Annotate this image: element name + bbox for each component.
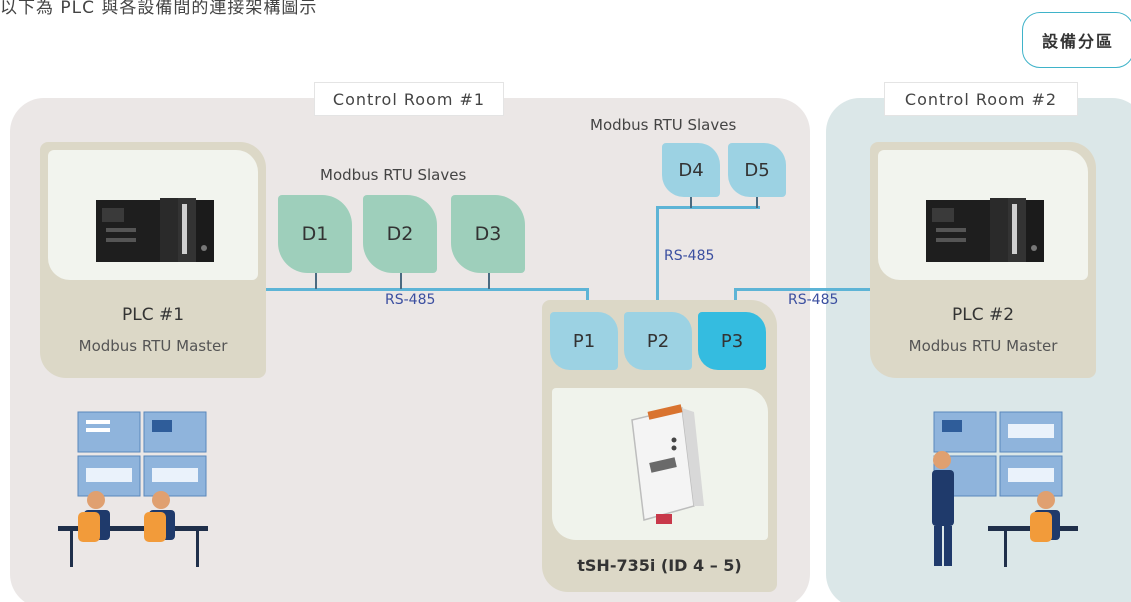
- converter-device-name: tSH-735i (ID 4 – 5): [577, 556, 742, 575]
- slave-device-d3[interactable]: D3: [451, 195, 525, 273]
- plc-1-image-panel: [48, 150, 258, 280]
- diagram-caption: 以下為 PLC 與各設備間的連接架構圖示: [0, 0, 318, 18]
- port-p3[interactable]: P3: [698, 312, 766, 370]
- control-room-1-label: Control Room #1: [315, 83, 503, 115]
- plc-1-role: Modbus RTU Master: [78, 337, 228, 355]
- plc-2-image-panel: [878, 150, 1088, 280]
- serial-converter-device-icon: [631, 404, 704, 524]
- plc-2-title: PLC #2: [951, 305, 1015, 325]
- plc-2-card[interactable]: PLC #2 Modbus RTU Master: [870, 142, 1096, 378]
- port-p1[interactable]: P1: [550, 312, 618, 370]
- bus-label-rs485-middle: RS-485: [664, 248, 715, 264]
- slaves-group-1-title: Modbus RTU Slaves: [320, 166, 467, 184]
- slave-device-d2[interactable]: D2: [363, 195, 437, 273]
- slaves-group-2-title: Modbus RTU Slaves: [590, 116, 737, 134]
- plc-1-card[interactable]: PLC #1 Modbus RTU Master: [40, 142, 266, 378]
- plc-2-role: Modbus RTU Master: [908, 337, 1058, 355]
- operators-workstation-icon: [58, 411, 208, 567]
- converter-device-card[interactable]: P1 P2 P3 tSH-735i (ID 4 – 5): [542, 300, 777, 592]
- plc-hardware-icon: [96, 198, 214, 262]
- bus-label-rs485-right: RS-485: [788, 292, 839, 308]
- control-room-2-label: Control Room #2: [885, 83, 1077, 115]
- port-p2[interactable]: P2: [624, 312, 692, 370]
- slave-device-d4[interactable]: D4: [662, 143, 720, 197]
- converter-image-panel: [552, 388, 768, 540]
- slave-device-d5[interactable]: D5: [728, 143, 786, 197]
- zone-badge[interactable]: 設備分區: [1022, 12, 1131, 68]
- bus-label-rs485-left: RS-485: [385, 292, 436, 308]
- plc-hardware-icon: [926, 198, 1044, 262]
- plc-1-title: PLC #1: [121, 305, 185, 325]
- slave-device-d1[interactable]: D1: [278, 195, 352, 273]
- operator-presenter-icon: [932, 411, 1078, 567]
